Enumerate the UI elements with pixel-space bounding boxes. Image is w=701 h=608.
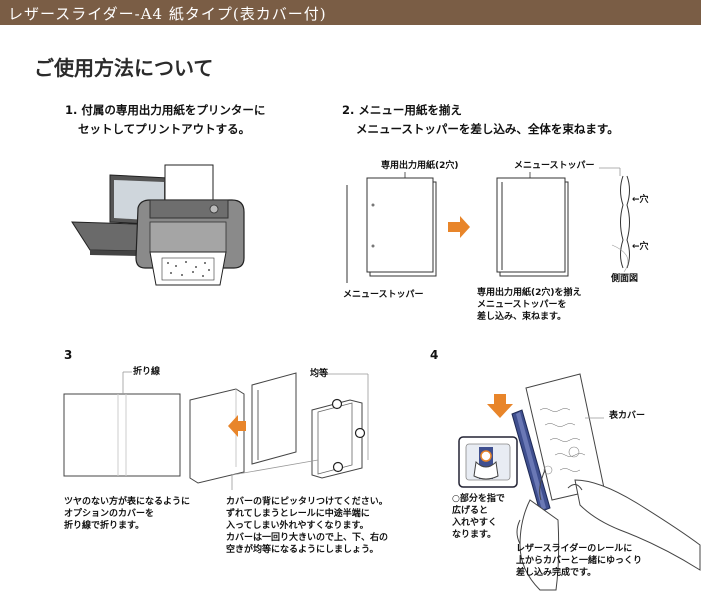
step3-finished-cover	[231, 373, 369, 490]
step4-hand-left	[516, 469, 560, 591]
step2-side-view	[599, 167, 630, 273]
step2-paper-stack	[366, 172, 437, 277]
header-bar	[0, 0, 701, 25]
step1-line2: セットしてプリントアウトする。	[78, 122, 251, 136]
step2-line2: メニューストッパーを差し込み、全体を束ねます。	[356, 122, 619, 136]
step2-label-stopper-top: メニューストッパー	[514, 161, 595, 171]
step4-note-left-line4: なります。	[452, 530, 497, 540]
step4-note-left-line1: ○部分を指で	[452, 494, 505, 504]
step3-note-right-line4: カバーは一回り大きいので上、下、右の	[226, 533, 389, 543]
step3-number: 3	[64, 348, 73, 362]
step2-note-line2: メニューストッパーを	[477, 300, 567, 310]
step1-line1: 1. 付属の専用出力用紙をプリンターに	[65, 103, 266, 117]
step3-note-right-line5: 空きが均等になるようにしましょう。	[226, 545, 379, 555]
step3-folded-cover	[189, 372, 297, 484]
step2-label-stopper-bottom: メニューストッパー	[343, 290, 424, 300]
step2-note-line1: 専用出力用紙(2穴)を揃え	[477, 288, 582, 298]
step3-note-left-line2: オプションのカバーを	[64, 509, 155, 519]
printer-illustration	[135, 164, 245, 286]
step2-label-side-view: 側面図	[611, 274, 639, 284]
step3-note-right-line3: 入ってしまい外れやすくなります。	[226, 521, 369, 531]
step4-note-bottom-line1: レザースライダーのレールに	[516, 544, 633, 554]
step4-note-left-line2: 広げると	[452, 506, 489, 516]
step3-note-left-line1: ツヤのない方が表になるように	[64, 497, 191, 507]
step2-line1: 2. メニュー用紙を揃え	[342, 103, 462, 117]
step3-arrow	[228, 415, 246, 437]
step4-note-bottom-line3: 差し込み完成です。	[516, 568, 597, 578]
step2-arrow	[448, 216, 470, 238]
step4-inset	[458, 436, 518, 488]
step3-label-even: 均等	[310, 369, 329, 379]
step2-label-paper: 専用出力用紙(2穴)	[381, 161, 459, 171]
step2-label-hole-2: ←穴	[632, 242, 649, 252]
step2-bound-stack	[496, 172, 569, 277]
step3-label-fold: 折り線	[133, 367, 161, 377]
step4-number: 4	[430, 348, 439, 362]
step4-label-cover: 表カバー	[609, 411, 646, 421]
step4-hand-right	[567, 479, 701, 571]
step3-note-left-line3: 折り線で折ります。	[64, 521, 145, 531]
step2-label-hole-1: ←穴	[632, 195, 649, 205]
step3-note-right-line1: カバーの背にピッタリつけてください。	[226, 497, 388, 507]
step3-open-cover	[63, 371, 181, 477]
step2-note-line3: 差し込み、束ねます。	[477, 312, 567, 322]
page-heading: ご使用方法について	[34, 56, 214, 80]
step4-note-left-line3: 入れやすく	[452, 518, 498, 528]
step4-arrow	[487, 394, 513, 418]
header-title: レザースライダー-A4 紙タイプ(表カバー付)	[8, 5, 327, 23]
step3-note-right-line2: ずれてしまうとレールに中途半端に	[226, 509, 370, 519]
step4-note-bottom-line2: 上からカバーと一緒にゆっくり	[516, 556, 643, 566]
